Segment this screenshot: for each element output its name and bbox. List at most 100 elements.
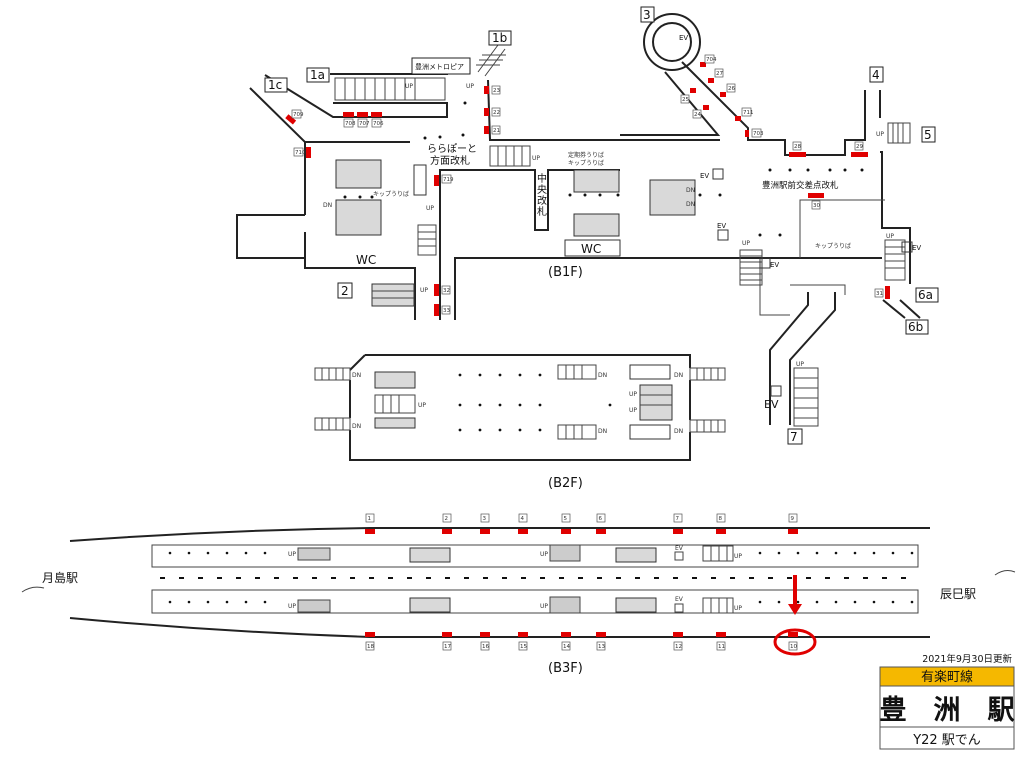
track-dash (217, 577, 222, 579)
svg-text:UP: UP (742, 240, 750, 247)
track-dash (711, 577, 716, 579)
exit-3[interactable]: 3 (640, 6, 655, 23)
svg-text:6a: 6a (918, 288, 933, 302)
exit-4[interactable]: 4 (869, 66, 884, 83)
svg-text:EV: EV (764, 398, 779, 411)
tatsumi-direction: 辰巳駅 (940, 587, 976, 601)
exit-6a[interactable]: 6a (915, 287, 939, 303)
svg-text:DN: DN (686, 187, 695, 194)
track-dash (502, 577, 507, 579)
exit-7[interactable]: 7 (787, 428, 803, 445)
column (834, 600, 838, 604)
exit-2[interactable]: 2 (337, 282, 353, 299)
car-marker (518, 529, 528, 534)
exit-1c[interactable]: 1c (264, 77, 288, 93)
svg-text:3: 3 (643, 8, 651, 22)
facility-numbers: 709 708 707 706 710 23 22 21 719 32 33 7… (291, 54, 884, 315)
column (244, 551, 248, 555)
column (872, 551, 876, 555)
exit-6b[interactable]: 6b (905, 319, 929, 335)
track-dash (882, 577, 887, 579)
car-number: 7 (673, 513, 683, 523)
ticket-office: キップうりば (373, 190, 409, 198)
svg-text:7: 7 (790, 430, 798, 444)
svg-text:EV: EV (717, 222, 726, 230)
exit3-ring-inner (652, 22, 692, 62)
svg-text:12: 12 (675, 644, 682, 650)
track-dashes (160, 577, 906, 579)
track-dash (331, 577, 336, 579)
track-dash (464, 577, 469, 579)
direction-marks: UP UP UP UP UP DN DN DN UP UP UP UP (323, 83, 894, 368)
ticket-office: キップうりば (568, 159, 604, 167)
svg-text:22: 22 (493, 110, 500, 116)
svg-text:1c: 1c (268, 78, 282, 92)
svg-text:EV: EV (679, 34, 688, 42)
stairs (334, 44, 911, 427)
exit-5[interactable]: 5 (921, 126, 936, 143)
car-number: 2 (442, 513, 452, 523)
car-number: 18 (365, 641, 374, 651)
svg-text:EV: EV (675, 596, 684, 603)
track-dash (483, 577, 488, 579)
svg-text:703: 703 (753, 131, 764, 137)
car-marker (716, 632, 726, 637)
svg-text:UP: UP (466, 83, 474, 90)
lalaport-gate-label: 方面改札 (430, 154, 470, 167)
svg-text:札: 札 (537, 205, 547, 218)
svg-text:31: 31 (876, 291, 883, 297)
car-number: 13 (596, 641, 605, 651)
column (891, 551, 895, 555)
wall (879, 90, 921, 319)
svg-text:1b: 1b (492, 31, 507, 45)
svg-text:707: 707 (359, 121, 370, 127)
svg-text:6: 6 (599, 516, 603, 522)
svg-text:DN: DN (598, 372, 607, 379)
car-marker (442, 529, 452, 534)
svg-text:704: 704 (706, 57, 717, 63)
track-dash (806, 577, 811, 579)
column (872, 600, 876, 604)
wall (681, 61, 866, 156)
car-marker (716, 529, 726, 534)
car-marker (788, 529, 798, 534)
svg-text:13: 13 (598, 644, 605, 650)
track-dash (654, 577, 659, 579)
commuter-pass-office: 定期券うりば (568, 151, 604, 159)
car-marker (561, 632, 571, 637)
track-dash (768, 577, 773, 579)
wall (454, 257, 882, 320)
svg-text:5: 5 (924, 128, 932, 142)
column (815, 600, 819, 604)
svg-text:26: 26 (728, 86, 735, 92)
svg-text:9: 9 (791, 516, 795, 522)
svg-text:14: 14 (563, 644, 570, 650)
car-number: 9 (788, 513, 798, 523)
track-dash (749, 577, 754, 579)
car-number: 5 (561, 513, 571, 523)
svg-text:UP: UP (405, 83, 413, 90)
column (796, 551, 800, 555)
svg-text:28: 28 (794, 144, 801, 150)
wall (487, 79, 720, 141)
column (168, 551, 172, 555)
track-dash (597, 577, 602, 579)
svg-text:16: 16 (482, 644, 489, 650)
track-dash (825, 577, 830, 579)
svg-text:DN: DN (323, 202, 332, 209)
car-number: 4 (518, 513, 528, 523)
svg-text:DN: DN (352, 372, 361, 379)
track-dash (616, 577, 621, 579)
svg-text:UP: UP (886, 233, 894, 240)
station-name: 豊 洲 駅 (880, 695, 1015, 726)
car-marker (673, 632, 683, 637)
exit-markers (285, 62, 890, 316)
track-dash (540, 577, 545, 579)
station-code: Y22 駅でん (912, 733, 981, 748)
exit-1b[interactable]: 1b (488, 30, 512, 46)
svg-text:UP: UP (418, 402, 426, 409)
exit7-corridor (769, 292, 836, 425)
column (796, 600, 800, 604)
exit-1a[interactable]: 1a (306, 67, 330, 83)
car-marker (442, 632, 452, 637)
